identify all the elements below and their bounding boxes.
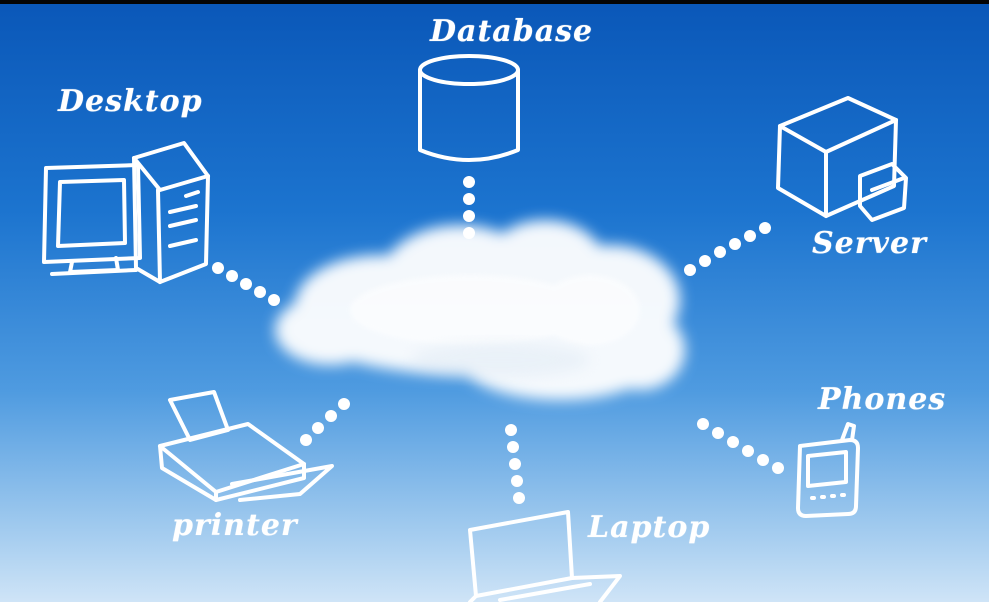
- label-laptop: Laptop: [588, 510, 711, 545]
- phone-icon: [796, 422, 860, 518]
- connector-dot: [729, 238, 741, 250]
- connector-dot: [757, 454, 769, 466]
- label-server: Server: [812, 226, 927, 261]
- connector-dot: [697, 418, 709, 430]
- connector-dot: [727, 436, 739, 448]
- connector-dot: [744, 230, 756, 242]
- connector-dot: [684, 264, 696, 276]
- connector-dot: [312, 422, 324, 434]
- connector-dot: [714, 246, 726, 258]
- laptop-icon: [468, 510, 622, 602]
- connector-dot: [240, 278, 252, 290]
- top-border: [0, 0, 989, 4]
- label-desktop: Desktop: [58, 84, 203, 119]
- connector-server: [684, 222, 771, 276]
- connector-dot: [712, 427, 724, 439]
- connector-dot: [759, 222, 771, 234]
- connector-dot: [212, 262, 224, 274]
- connector-printer: [300, 398, 350, 446]
- connector-dot: [463, 193, 475, 205]
- connector-dot: [338, 398, 350, 410]
- connector-dot: [325, 410, 337, 422]
- label-database: Database: [430, 14, 594, 49]
- connector-phones: [697, 418, 784, 474]
- connector-dot: [505, 424, 517, 436]
- connector-dot: [268, 294, 280, 306]
- connector-dot: [772, 462, 784, 474]
- label-printer: printer: [172, 508, 298, 543]
- connector-dot: [254, 286, 266, 298]
- connector-database: [463, 176, 475, 239]
- connector-laptop: [505, 424, 525, 504]
- connector-dot: [300, 434, 312, 446]
- connector-dot: [507, 441, 519, 453]
- connector-dot: [742, 445, 754, 457]
- connector-dot: [463, 176, 475, 188]
- connector-dot: [511, 475, 523, 487]
- connector-desktop: [212, 262, 280, 306]
- printer-icon: [158, 390, 334, 502]
- connector-dot: [463, 210, 475, 222]
- label-phones: Phones: [818, 382, 947, 417]
- cloud-icon: [275, 220, 685, 400]
- desktop-icon: [42, 141, 210, 284]
- connector-dot: [513, 492, 525, 504]
- server-icon: [776, 96, 908, 222]
- connector-dot: [463, 227, 475, 239]
- database-icon: [418, 54, 520, 162]
- connector-dot: [509, 458, 521, 470]
- connector-dot: [226, 270, 238, 282]
- connector-dot: [699, 255, 711, 267]
